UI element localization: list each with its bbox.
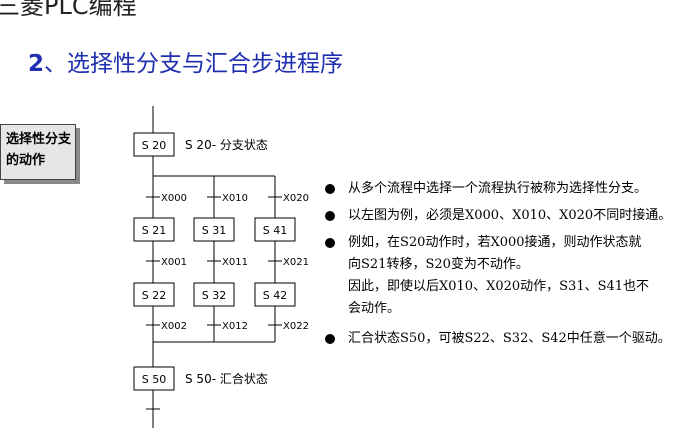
step-label-s41: S 41 [263,224,287,237]
step-box-s42 [254,282,296,307]
bullet-text: 以左图为例，必须是X000、X010、X020不同时接通。 [348,208,672,223]
bullet-text-extra: 会动作。 [348,301,401,316]
transition-label-x022: X022 [283,321,309,332]
bullet-dot-icon [325,238,335,248]
side-label-box: 选择性分支 的动作 [0,124,76,180]
bullet-item: 汇合状态S50，可被S22、S32、S42中任意一个驱动。 [322,328,692,350]
step-box-s21 [133,217,175,242]
transition-label-x011: X011 [222,257,248,268]
bullet-text: 例如，在S20动作时，若X000接通，则动作状态就 [348,235,642,250]
section-number: 2 [28,51,45,77]
side-label-line1: 选择性分支 [6,132,72,147]
bullet-list: 从多个流程中选择一个流程执行被称为选择性分支。 以左图为例，必须是X000、X0… [322,178,692,355]
step-label-s32: S 32 [202,289,226,302]
bullet-item: 以左图为例，必须是X000、X010、X020不同时接通。 [322,205,692,227]
step-box-s50 [133,366,175,391]
step-label-s20: S 20 [142,139,166,152]
bullet-text: 从多个流程中选择一个流程执行被称为选择性分支。 [348,181,648,196]
sfc-lines [133,106,296,428]
header-banner: 三菱PLC编程 [0,0,137,20]
step-label-s42: S 42 [263,289,287,302]
transition-label-x000: X000 [161,193,187,204]
step-box-s41 [254,217,296,242]
step-label-s22: S 22 [142,289,166,302]
step-label-s50: S 50 [142,373,166,386]
bullet-text: 汇合状态S50，可被S22、S32、S42中任意一个驱动。 [348,331,671,346]
bullet-text: 向S21转移，S20变为不动作。 [348,257,529,272]
step-box-s31 [193,217,235,242]
section-title-text: 、选择性分支与汇合步进程序 [44,51,344,77]
transition-label-x020: X020 [283,193,309,204]
step-box-s20 [133,132,175,157]
transition-label-x021: X021 [283,257,309,268]
step-note-s50: S 50- 汇合状态 [185,371,268,386]
step-box-s32 [193,282,235,307]
bullet-item: 从多个流程中选择一个流程执行被称为选择性分支。 [322,178,692,200]
transition-label-x002: X002 [161,321,187,332]
step-box-s22 [133,282,175,307]
step-label-s31: S 31 [202,224,226,237]
bullet-dot-icon [325,334,335,344]
transition-label-x001: X001 [161,257,187,268]
step-note-s20: S 20- 分支状态 [185,138,268,152]
bullet-item: 例如，在S20动作时，若X000接通，则动作状态就 向S21转移，S20变为不动… [322,232,692,320]
bullet-dot-icon [325,184,335,194]
transition-label-x012: X012 [222,321,248,332]
transition-label-x010: X010 [222,193,248,204]
bullet-dot-icon [325,211,335,221]
side-label-line2: 的动作 [6,153,46,168]
section-title: 2、选择性分支与汇合步进程序 [28,44,343,78]
bullet-text-extra: 因此，即使以后X010、X020动作，S31、S41也不 [348,279,650,294]
step-label-s21: S 21 [142,224,166,237]
